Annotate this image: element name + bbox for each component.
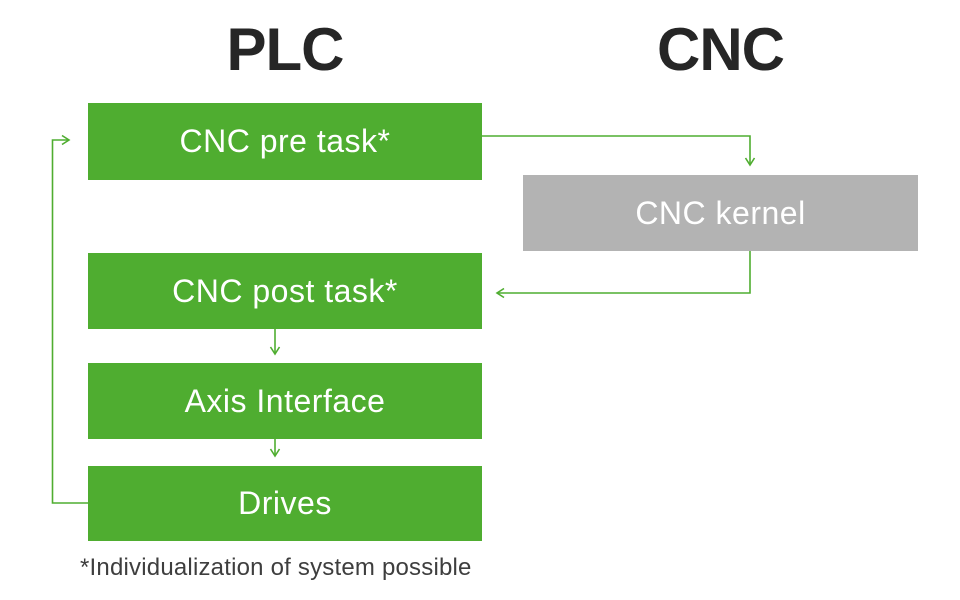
node-cnc-pre-task-label: CNC pre task*	[179, 123, 391, 159]
node-drives-label: Drives	[238, 485, 332, 521]
column-title-plc: PLC	[226, 16, 345, 83]
node-cnc-kernel-label: CNC kernel	[635, 194, 806, 231]
footnote: *Individualization of system possible	[80, 554, 472, 581]
node-cnc-pre-task: CNC pre task*	[88, 103, 482, 180]
arrow-pre-task-to-kernel	[482, 135, 756, 167]
arrow-drives-to-pre-task-feedback	[51, 134, 88, 504]
node-axis-interface: Axis Interface	[88, 363, 482, 439]
node-drives: Drives	[88, 466, 482, 541]
column-title-cnc: CNC	[657, 16, 785, 83]
node-cnc-post-task: CNC post task*	[88, 253, 482, 329]
node-axis-interface-label: Axis Interface	[184, 382, 386, 419]
node-cnc-kernel: CNC kernel	[523, 175, 918, 251]
node-cnc-post-task-label: CNC post task*	[172, 272, 398, 309]
arrow-kernel-to-post-task	[495, 251, 751, 299]
